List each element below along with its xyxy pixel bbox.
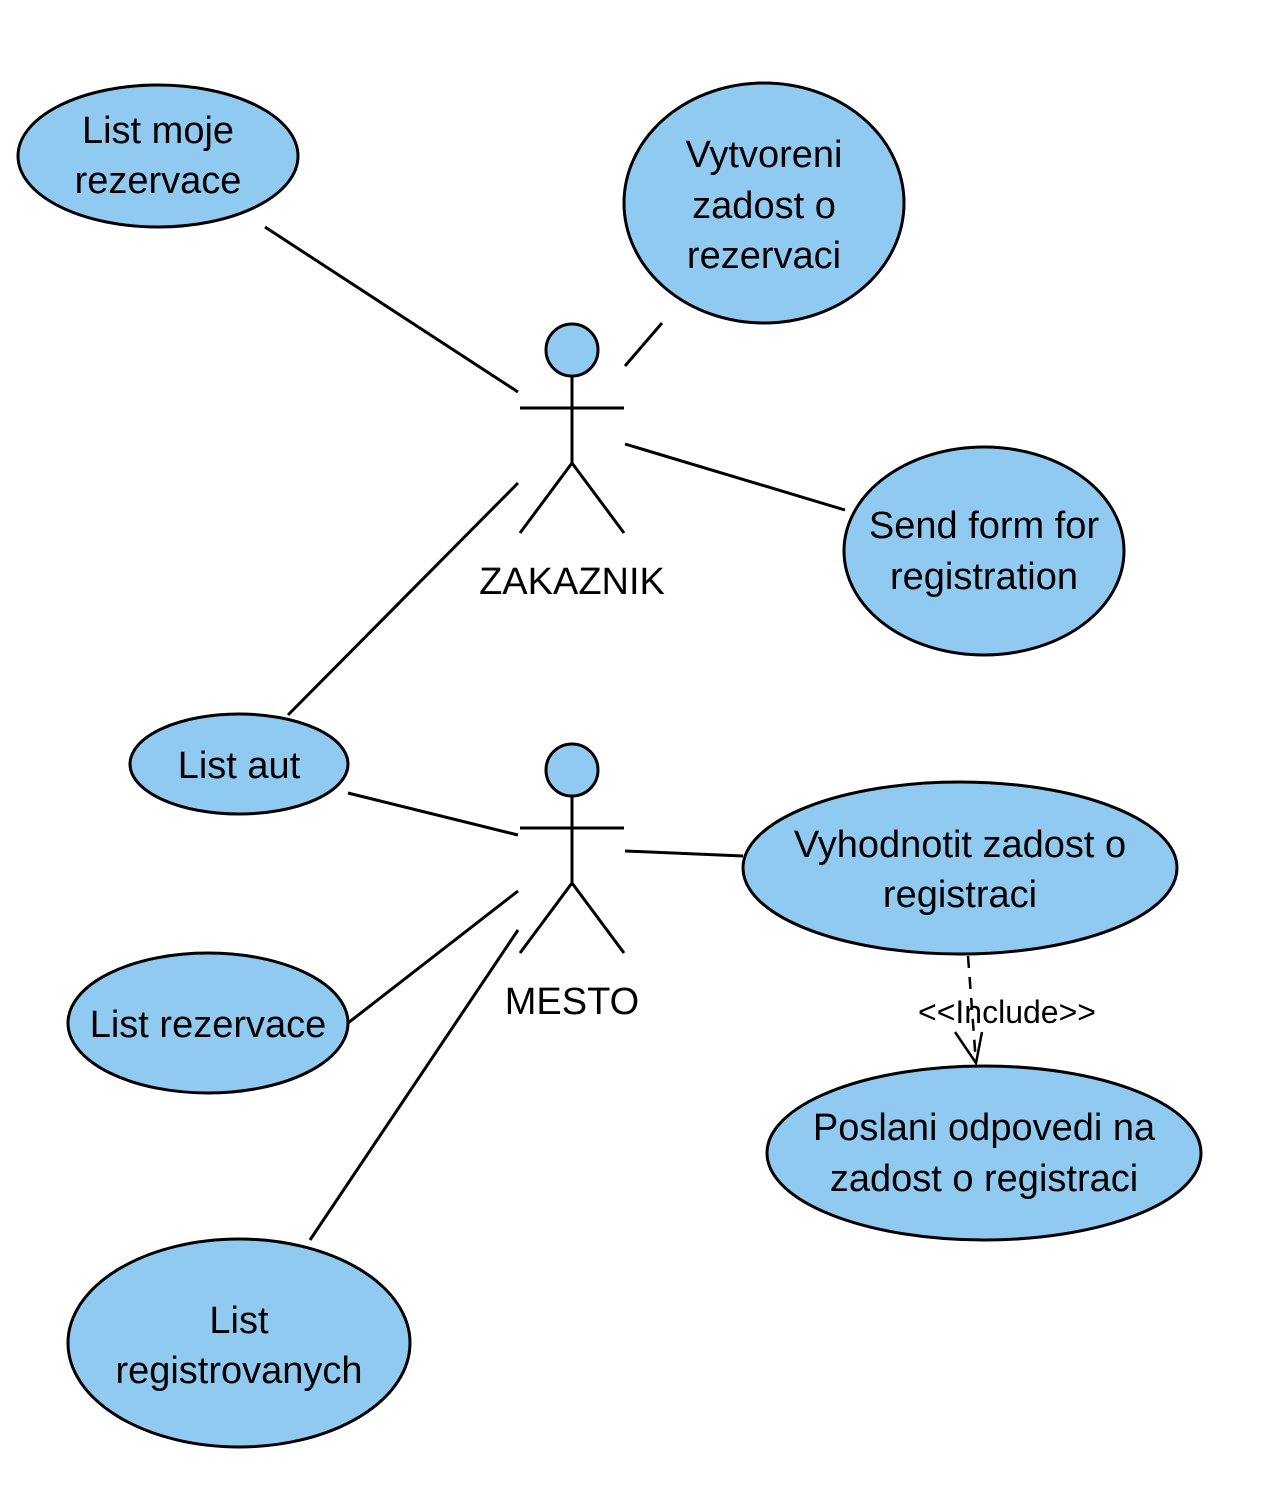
assoc-vytvoreni-zadost — [623, 322, 664, 367]
actor-zakaznik-head — [544, 322, 600, 378]
use-case-poslani-odpovedi[interactable]: Poslani odpovedi na zadost o registraci — [765, 1064, 1203, 1242]
use-case-label: List aut — [178, 745, 301, 787]
use-case-vyhodnotit[interactable]: Vyhodnotit zadost o registraci — [741, 780, 1179, 956]
assoc-list-moje-rezervace — [264, 225, 519, 394]
assoc-mesto-list-aut — [347, 791, 519, 837]
use-case-label: zadost o registraci — [830, 1158, 1138, 1200]
actor-mesto[interactable]: MESTO — [505, 742, 639, 1023]
actor-mesto-head — [544, 742, 600, 798]
use-case-vytvoreni-zadost[interactable]: Vytvoreni zadost o rezervaci — [622, 81, 906, 325]
assoc-send-form — [624, 442, 846, 512]
include-dependency-line — [966, 955, 978, 1064]
use-case-label: Vytvoreni — [686, 134, 843, 176]
include-arrowhead — [953, 1031, 984, 1067]
assoc-vyhodnotit — [624, 849, 744, 858]
include-label: <<Include>> — [918, 994, 1096, 1030]
use-case-list-moje-rezervace[interactable]: List moje rezervace — [16, 83, 300, 229]
use-case-list-aut[interactable]: List aut — [128, 712, 350, 816]
use-case-label: registraci — [883, 874, 1037, 916]
use-case-send-form[interactable]: Send form for registration — [842, 445, 1126, 657]
use-case-label: List rezervace — [90, 1004, 327, 1046]
actor-zakaznik-label: ZAKAZNIK — [479, 561, 665, 603]
assoc-zakaznik-list-aut — [286, 481, 520, 717]
use-case-list-rezervace[interactable]: List rezervace — [66, 951, 350, 1095]
assoc-list-rezervace — [347, 889, 519, 1025]
use-case-label: Send form for — [869, 505, 1100, 547]
use-case-label: zadost o — [692, 185, 836, 227]
actor-zakaznik[interactable]: ZAKAZNIK — [479, 322, 665, 603]
use-case-label: rezervaci — [687, 235, 841, 277]
use-case-label: Poslani odpovedi na — [813, 1107, 1156, 1149]
actor-mesto-label: MESTO — [505, 981, 639, 1023]
use-case-label: rezervace — [75, 160, 242, 202]
use-case-label: List — [209, 1300, 269, 1342]
assoc-list-registrovanych — [308, 929, 520, 1241]
use-case-label: List moje — [82, 110, 234, 152]
use-case-label: Vyhodnotit zadost o — [794, 824, 1126, 866]
use-case-list-registrovanych[interactable]: List registrovanych — [66, 1237, 412, 1449]
use-case-label: registration — [890, 556, 1078, 598]
use-case-label: registrovanych — [115, 1350, 362, 1392]
